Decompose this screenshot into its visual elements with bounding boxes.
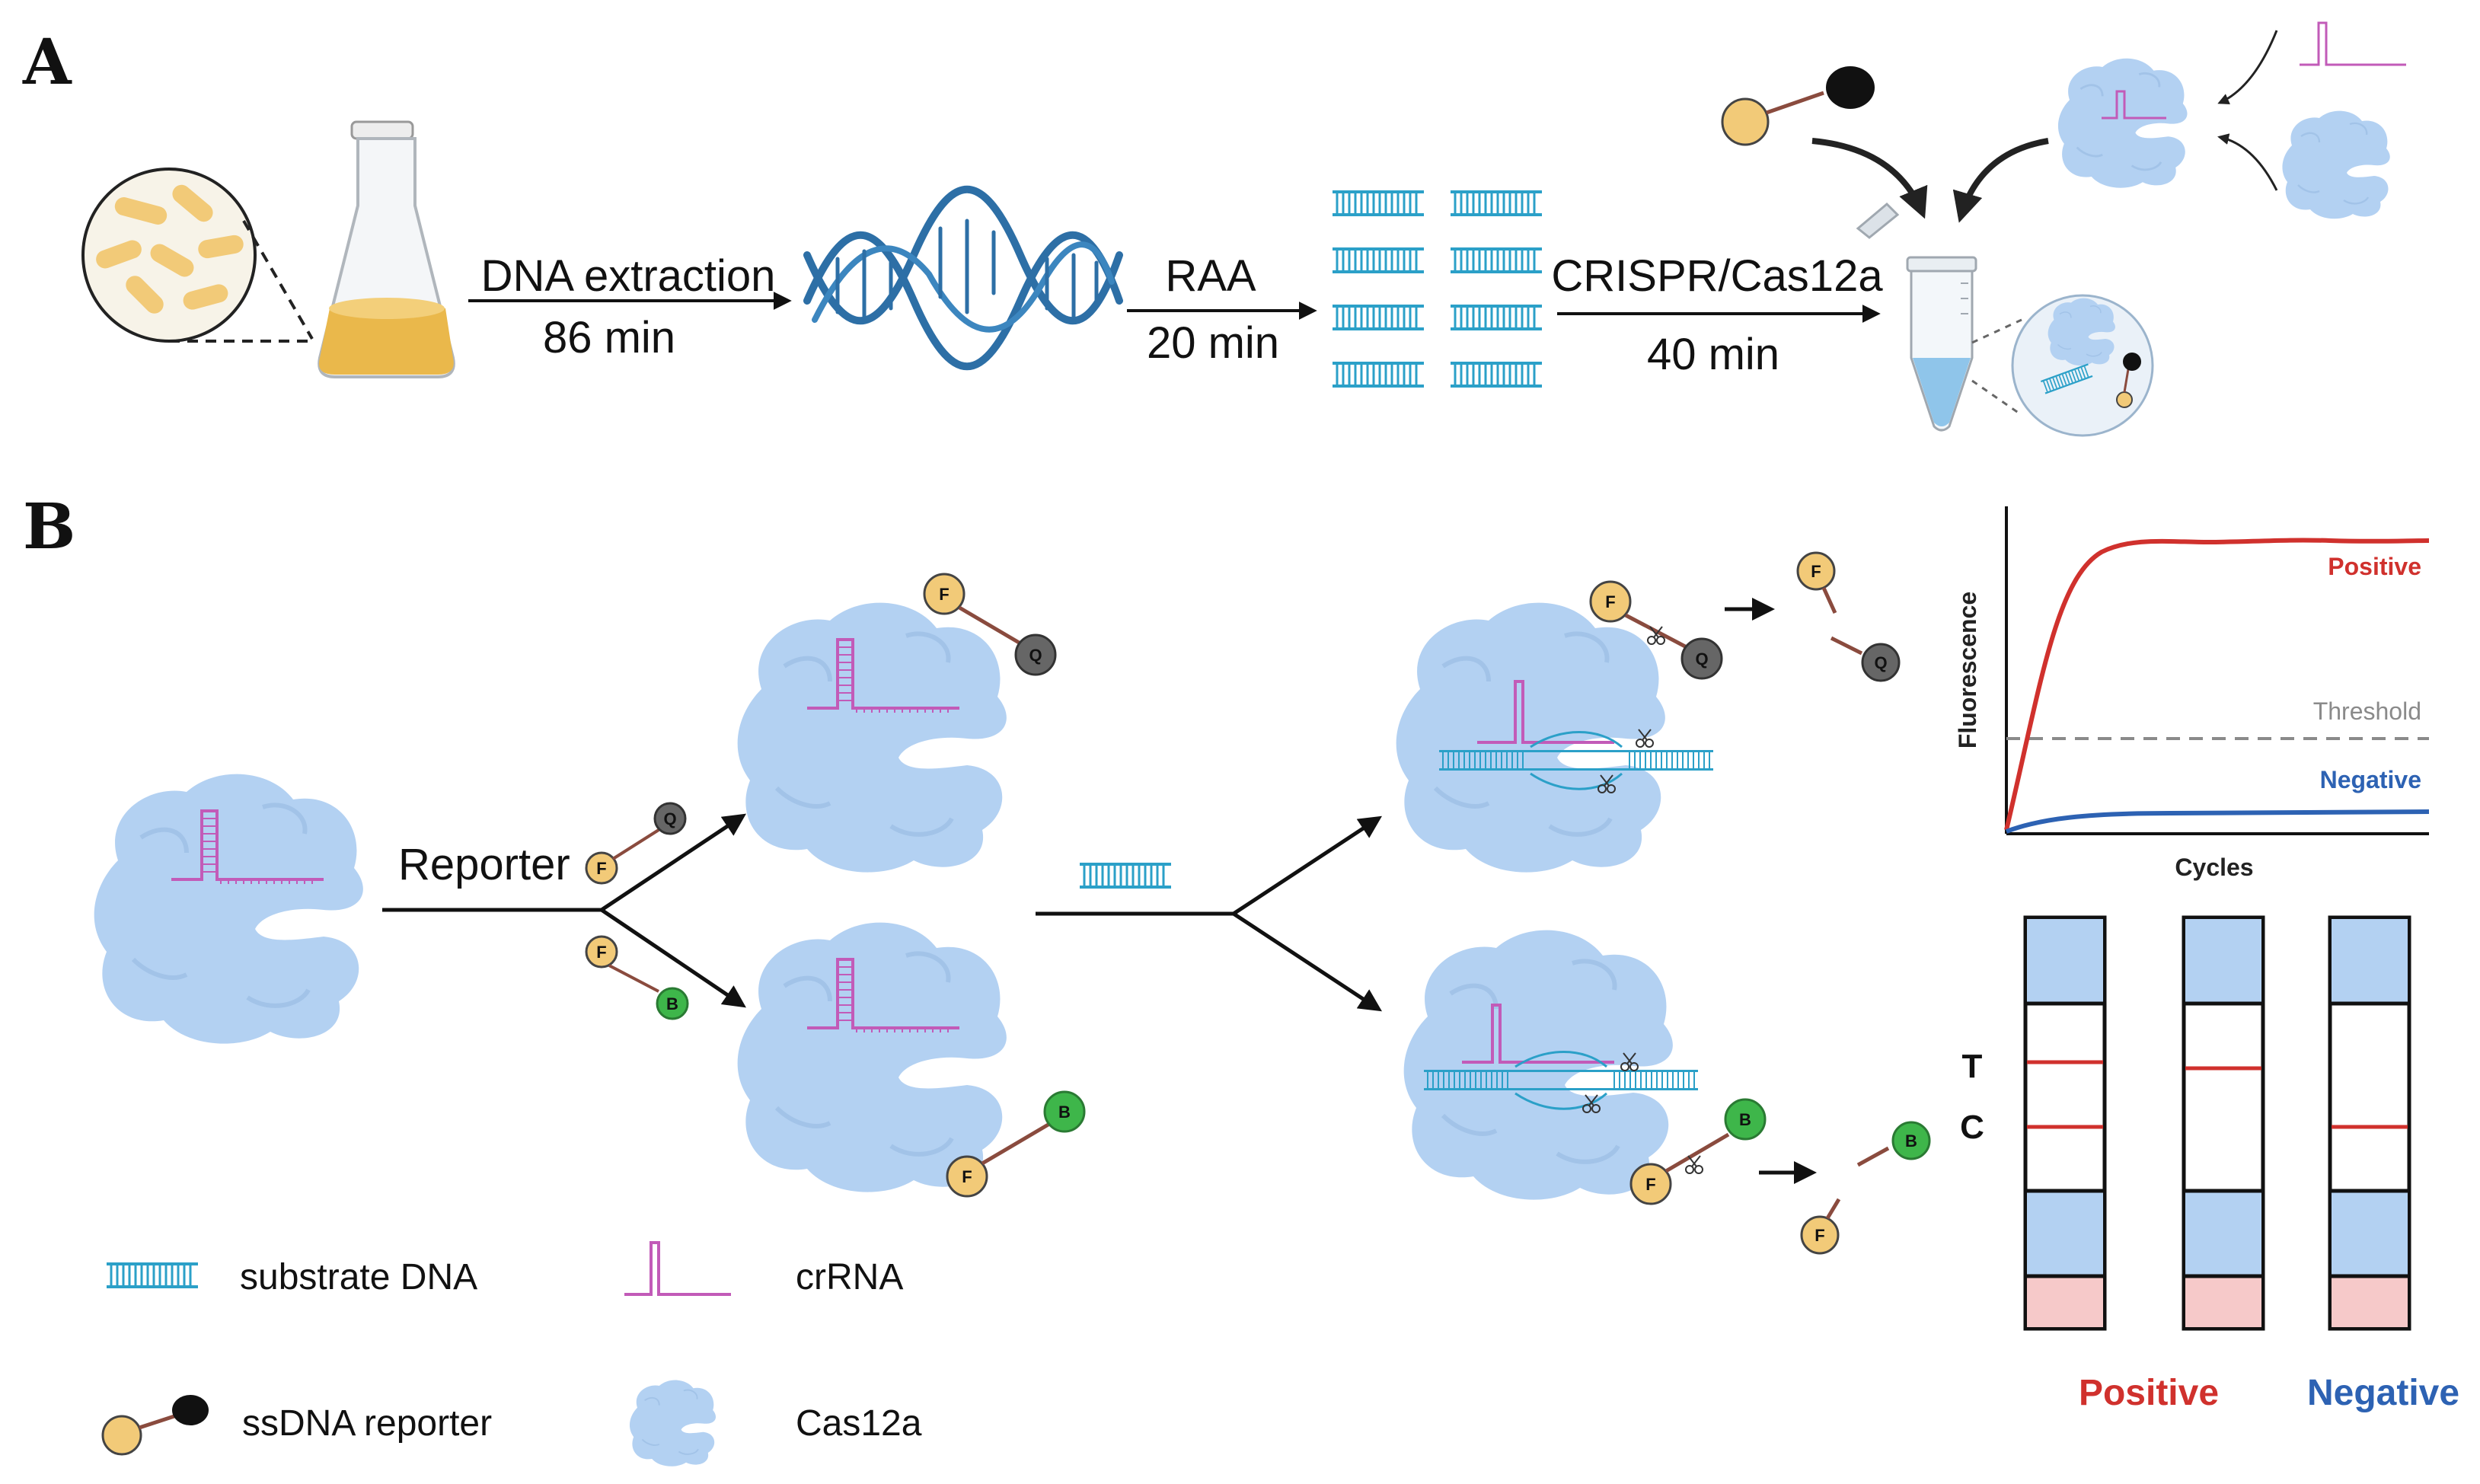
- step-1-time: 86 min: [543, 313, 675, 362]
- svg-text:F: F: [1645, 1175, 1655, 1194]
- y-axis-label: Fluorescence: [1954, 592, 1981, 748]
- legend-substrate: substrate DNA: [105, 1257, 477, 1297]
- control-line-label: C: [1960, 1109, 1984, 1146]
- cleaved-fb: F B: [1800, 1121, 1931, 1255]
- dna-helix-icon: [803, 185, 1123, 371]
- reaction-zoom-icon: [1971, 294, 2154, 437]
- cas-fq-complex: F Q: [738, 573, 1057, 873]
- series-negative-label: Negative: [2320, 766, 2421, 793]
- svg-text:Q: Q: [1874, 653, 1887, 672]
- activated-cas-fq: F Q: [1396, 580, 1723, 873]
- legend-reporter: ssDNA reporter: [101, 1395, 492, 1456]
- reporter-probe-icon: [1721, 66, 1875, 146]
- fq-reporter-small: F Q: [585, 802, 687, 885]
- svg-text:F: F: [596, 943, 606, 962]
- strip-middle: [2182, 915, 2265, 1331]
- strip-positive: [2023, 915, 2107, 1331]
- fluorescence-chart: Fluorescence Cycles Positive Threshold N…: [1954, 506, 2430, 881]
- svg-text:F: F: [1815, 1226, 1824, 1245]
- strip-negative: [2328, 915, 2411, 1331]
- series-positive-line: [2004, 538, 2430, 831]
- strip-positive-label: Positive: [2079, 1373, 2219, 1413]
- svg-text:B: B: [666, 994, 678, 1013]
- step-3-time: 40 min: [1647, 330, 1779, 379]
- svg-text:B: B: [1905, 1131, 1917, 1150]
- fb-reporter-small: F B: [585, 935, 689, 1020]
- step-1-name: DNA extraction: [481, 251, 776, 301]
- merge-arrow-left: [1811, 138, 1928, 219]
- svg-text:F: F: [939, 585, 949, 604]
- svg-text:B: B: [1058, 1103, 1071, 1122]
- svg-text:F: F: [596, 859, 606, 878]
- svg-text:F: F: [1605, 592, 1615, 611]
- svg-text:F: F: [1811, 562, 1821, 581]
- panel-b-label: B: [23, 490, 75, 563]
- step-3-name: CRISPR/Cas12a: [1551, 251, 1883, 301]
- series-negative-line: [2005, 809, 2430, 834]
- target-dna-icon: [1078, 861, 1173, 890]
- legend-reporter-label: ssDNA reporter: [242, 1403, 492, 1444]
- bacteria-icon: [81, 168, 314, 343]
- flask-icon: [318, 120, 455, 378]
- crrna-cas-complex-icon: [2057, 57, 2188, 190]
- tube-icon: [1856, 202, 1977, 432]
- threshold-label: Threshold: [2313, 697, 2421, 725]
- legend-crrna: crRNA: [624, 1241, 903, 1297]
- svg-text:Q: Q: [1029, 646, 1042, 665]
- legend-crrna-label: crRNA: [796, 1257, 903, 1297]
- legend-cas12a-label: Cas12a: [796, 1403, 922, 1444]
- step-2-time: 20 min: [1147, 318, 1279, 368]
- strip-negative-label: Negative: [2307, 1373, 2459, 1413]
- cleaved-fq: F Q: [1796, 551, 1901, 682]
- svg-text:Q: Q: [663, 809, 676, 828]
- svg-text:B: B: [1739, 1110, 1751, 1129]
- series-positive-label: Positive: [2328, 553, 2421, 580]
- panel-a-label: A: [22, 26, 72, 99]
- step-2-name: RAA: [1165, 251, 1256, 301]
- merge-arrow-right: [1952, 138, 2049, 223]
- test-line-label: T: [1962, 1048, 1983, 1085]
- crrna-input-icon: [2300, 21, 2406, 66]
- x-axis-label: Cycles: [2175, 854, 2253, 881]
- cas-fb-complex: F B: [738, 923, 1086, 1198]
- cas12a-input-icon: [2281, 110, 2391, 220]
- amplicon-icon: [1331, 189, 1543, 389]
- reporter-label: Reporter: [398, 840, 570, 889]
- activated-cas-fb: F B: [1404, 930, 1767, 1205]
- svg-text:Q: Q: [1695, 649, 1708, 669]
- legend-cas12a: Cas12a: [629, 1379, 922, 1467]
- svg-text:F: F: [962, 1167, 972, 1186]
- legend-substrate-label: substrate DNA: [240, 1257, 477, 1297]
- cas-crrna-complex: [94, 774, 363, 1044]
